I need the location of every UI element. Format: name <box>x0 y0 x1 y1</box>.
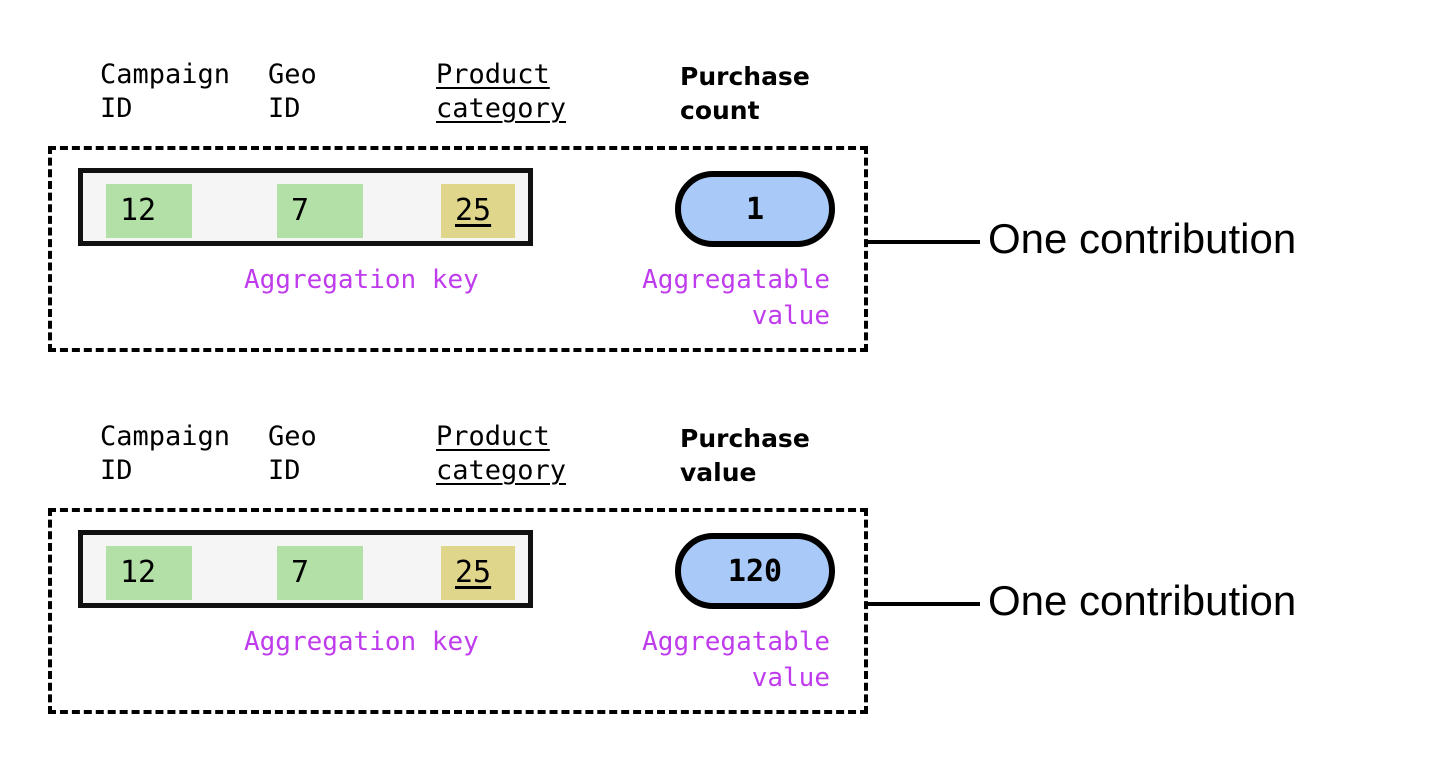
header-purchase-count: Purchase count <box>680 62 810 125</box>
header-campaign-id: Campaign ID <box>100 421 231 486</box>
aggregatable-value-pill-2: 120 <box>675 533 835 609</box>
key-chip-product-category: 25 <box>441 184 515 238</box>
key-chip-product-category: 25 <box>441 546 515 600</box>
caption-one-contribution-1: One contribution <box>988 215 1297 262</box>
key-chip-campaign-id: 12 <box>106 546 192 600</box>
leader-line-2 <box>865 602 980 606</box>
key-chip-product-category-text: 25 <box>455 555 492 590</box>
key-chip-product-category-text: 25 <box>455 193 492 228</box>
header-product-category-text: Product category <box>436 59 567 124</box>
label-aggregatable-value-1: Aggregatable value <box>642 265 830 331</box>
aggregation-key-box-1: 12 7 25 <box>78 168 533 246</box>
aggregatable-value-text-2: 120 <box>727 553 783 589</box>
header-product-category: Product category <box>436 420 566 488</box>
aggregation-key-box-2: 12 7 25 <box>78 530 533 608</box>
label-aggregatable-value-2: Aggregatable value <box>642 627 830 693</box>
column-headers-2: Campaign ID Geo ID Product category Purc… <box>0 420 1442 500</box>
key-chip-geo-id: 7 <box>277 546 363 600</box>
key-chip-geo-id: 7 <box>277 184 363 238</box>
column-headers-1: Campaign ID Geo ID Product category Purc… <box>0 58 1442 138</box>
label-aggregation-key-2: Aggregation key <box>244 627 479 657</box>
label-aggregation-key-1: Aggregation key <box>244 265 479 295</box>
contribution-boundary-2 <box>48 508 868 714</box>
header-geo-id: Geo ID <box>268 421 317 486</box>
aggregatable-value-pill-1: 1 <box>675 171 835 247</box>
header-campaign-id: Campaign ID <box>100 59 231 124</box>
header-geo-id: Geo ID <box>268 59 317 124</box>
header-product-category-text: Product category <box>436 421 567 486</box>
header-purchase-value: Purchase value <box>680 424 810 487</box>
aggregatable-value-text-1: 1 <box>745 191 765 227</box>
contribution-boundary-1 <box>48 146 868 352</box>
key-chip-campaign-id: 12 <box>106 184 192 238</box>
header-product-category: Product category <box>436 58 566 126</box>
caption-one-contribution-2: One contribution <box>988 577 1297 624</box>
leader-line-1 <box>865 240 980 244</box>
